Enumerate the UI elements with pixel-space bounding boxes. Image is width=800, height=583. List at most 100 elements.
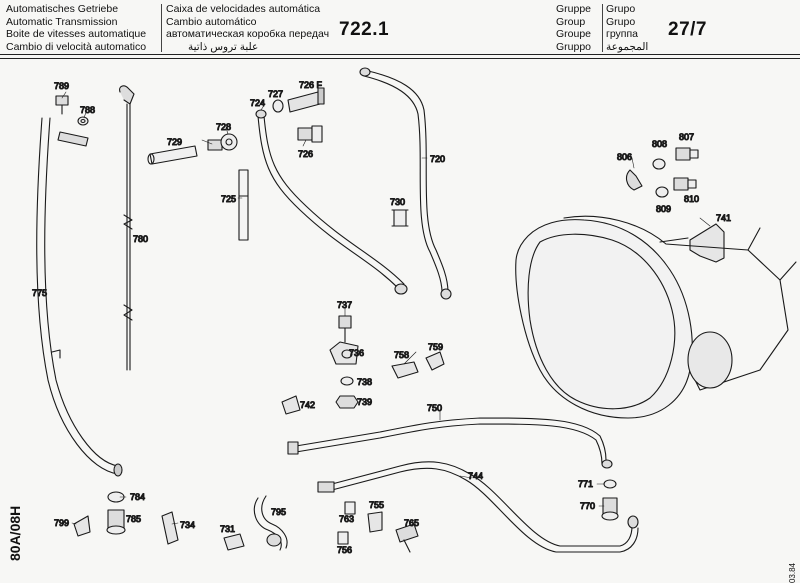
label-730: 730 — [390, 197, 405, 207]
label-758: 758 — [394, 350, 409, 360]
label-763: 763 — [339, 514, 354, 524]
header-rule-bottom — [0, 58, 800, 59]
label-759: 759 — [428, 342, 443, 352]
part-742-clip[interactable] — [281, 395, 301, 415]
title-en: Automatic Transmission — [6, 15, 118, 28]
parts-diagram-sheet: Automatisches Getriebe Automatic Transmi… — [0, 3, 800, 583]
part-734-bracket[interactable] — [161, 511, 179, 545]
title-fr: Boite de vitesses automatique — [6, 28, 147, 40]
label-734: 734 — [180, 520, 195, 530]
label-741: 741 — [716, 213, 731, 223]
part-744-pipe[interactable] — [317, 461, 639, 553]
group-label-it: Gruppo — [556, 40, 592, 53]
label-765: 765 — [404, 518, 419, 528]
part-780-dipstick[interactable] — [119, 85, 135, 371]
label-726F: 726 F — [299, 80, 323, 90]
part-807-bolt[interactable] — [675, 147, 699, 161]
group-labels-a: Gruppe Group Groupe Gruppo — [556, 3, 591, 53]
part-739-nut[interactable] — [335, 395, 359, 409]
part-741-bracket[interactable] — [689, 223, 725, 263]
title-ar: علبة تروس ذاتية — [188, 40, 259, 53]
label-775: 775 — [32, 288, 47, 298]
label-737: 737 — [337, 300, 352, 310]
label-756: 756 — [337, 545, 352, 555]
part-759-clip[interactable] — [425, 351, 445, 371]
title-column-mid: Caixa de velocidades automática Cambio a… — [166, 3, 329, 53]
part-770-fitting[interactable] — [601, 497, 619, 521]
label-725: 725 — [221, 194, 236, 204]
part-806-bracket[interactable] — [625, 169, 643, 191]
label-736: 736 — [349, 348, 364, 358]
label-785: 785 — [126, 514, 141, 524]
part-736-clamp[interactable] — [329, 341, 359, 365]
part-789-bolt[interactable] — [55, 95, 69, 115]
group-label-ar: المجموعة — [606, 40, 649, 53]
part-737-bolt[interactable] — [338, 315, 352, 343]
part-738-washer[interactable] — [340, 376, 354, 386]
label-789: 789 — [54, 81, 69, 91]
label-808: 808 — [652, 139, 667, 149]
part-785-bolt[interactable] — [106, 509, 126, 535]
part-788-washer[interactable] — [77, 116, 89, 126]
transmission-housing[interactable] — [515, 215, 797, 419]
part-809-washer[interactable] — [655, 186, 669, 198]
group-number: 27/7 — [668, 19, 707, 40]
label-728: 728 — [216, 122, 231, 132]
part-726-bolt[interactable] — [297, 125, 323, 143]
part-729-rod[interactable] — [147, 145, 198, 165]
label-727: 727 — [268, 89, 283, 99]
label-806: 806 — [617, 152, 632, 162]
label-726: 726 — [298, 149, 313, 159]
group-label-fr: Groupe — [556, 28, 592, 40]
part-799-bracket[interactable] — [73, 515, 91, 537]
part-720-pipe[interactable] — [359, 67, 452, 300]
label-720: 720 — [430, 154, 445, 164]
label-742: 742 — [300, 400, 315, 410]
part-728-fitting[interactable] — [207, 133, 238, 151]
title-es: Cambio automático — [166, 15, 257, 28]
part-765-bolt[interactable] — [395, 523, 419, 553]
label-770: 770 — [580, 501, 595, 511]
group-labels-b: Grupo Grupo группа المجموعة — [606, 3, 648, 53]
header-rule-top — [0, 54, 800, 55]
title-column-left: Automatisches Getriebe Automatic Transmi… — [6, 3, 146, 53]
label-744: 744 — [468, 471, 483, 481]
part-725-rod[interactable] — [238, 169, 249, 241]
title-it: Cambio di velocità automatico — [6, 40, 147, 53]
label-784: 784 — [130, 492, 145, 502]
label-795: 795 — [271, 507, 286, 517]
label-799: 799 — [54, 518, 69, 528]
label-755: 755 — [369, 500, 384, 510]
title-de: Automatisches Getriebe — [6, 3, 119, 15]
label-771: 771 — [578, 479, 593, 489]
part-727-washer[interactable] — [272, 99, 284, 113]
group-label-en: Group — [556, 15, 586, 28]
part-755-clip[interactable] — [367, 511, 383, 533]
part-731-clamp[interactable] — [223, 533, 245, 551]
header-divider — [161, 4, 162, 52]
group-label-ru: группа — [606, 28, 639, 40]
part-730-spool[interactable] — [391, 209, 409, 227]
part-750-pipe[interactable] — [287, 417, 613, 469]
label-731: 731 — [220, 524, 235, 534]
part-775-dipstick-tube[interactable] — [36, 117, 123, 477]
label-809: 809 — [656, 204, 671, 214]
group-label-es: Grupo — [606, 15, 636, 28]
group-divider — [602, 4, 603, 52]
label-738: 738 — [357, 377, 372, 387]
part-763-bushing[interactable] — [344, 501, 356, 515]
label-739: 739 — [357, 397, 372, 407]
part-771-washer[interactable] — [603, 479, 617, 489]
part-758-clip[interactable] — [391, 361, 419, 379]
group-label-pt: Grupo — [606, 3, 636, 15]
part-756-bushing[interactable] — [337, 531, 349, 545]
part-724-pipe[interactable] — [255, 109, 408, 295]
label-750: 750 — [427, 403, 442, 413]
title-ru: автоматическая коробка передач — [166, 28, 330, 40]
part-795-hose[interactable] — [253, 495, 288, 551]
part-810-bolt[interactable] — [673, 177, 697, 191]
model-number: 722.1 — [339, 19, 390, 40]
part-808-washer[interactable] — [652, 158, 666, 170]
title-pt: Caixa de velocidades automática — [166, 3, 321, 15]
part-726F-fitting[interactable] — [287, 87, 325, 113]
